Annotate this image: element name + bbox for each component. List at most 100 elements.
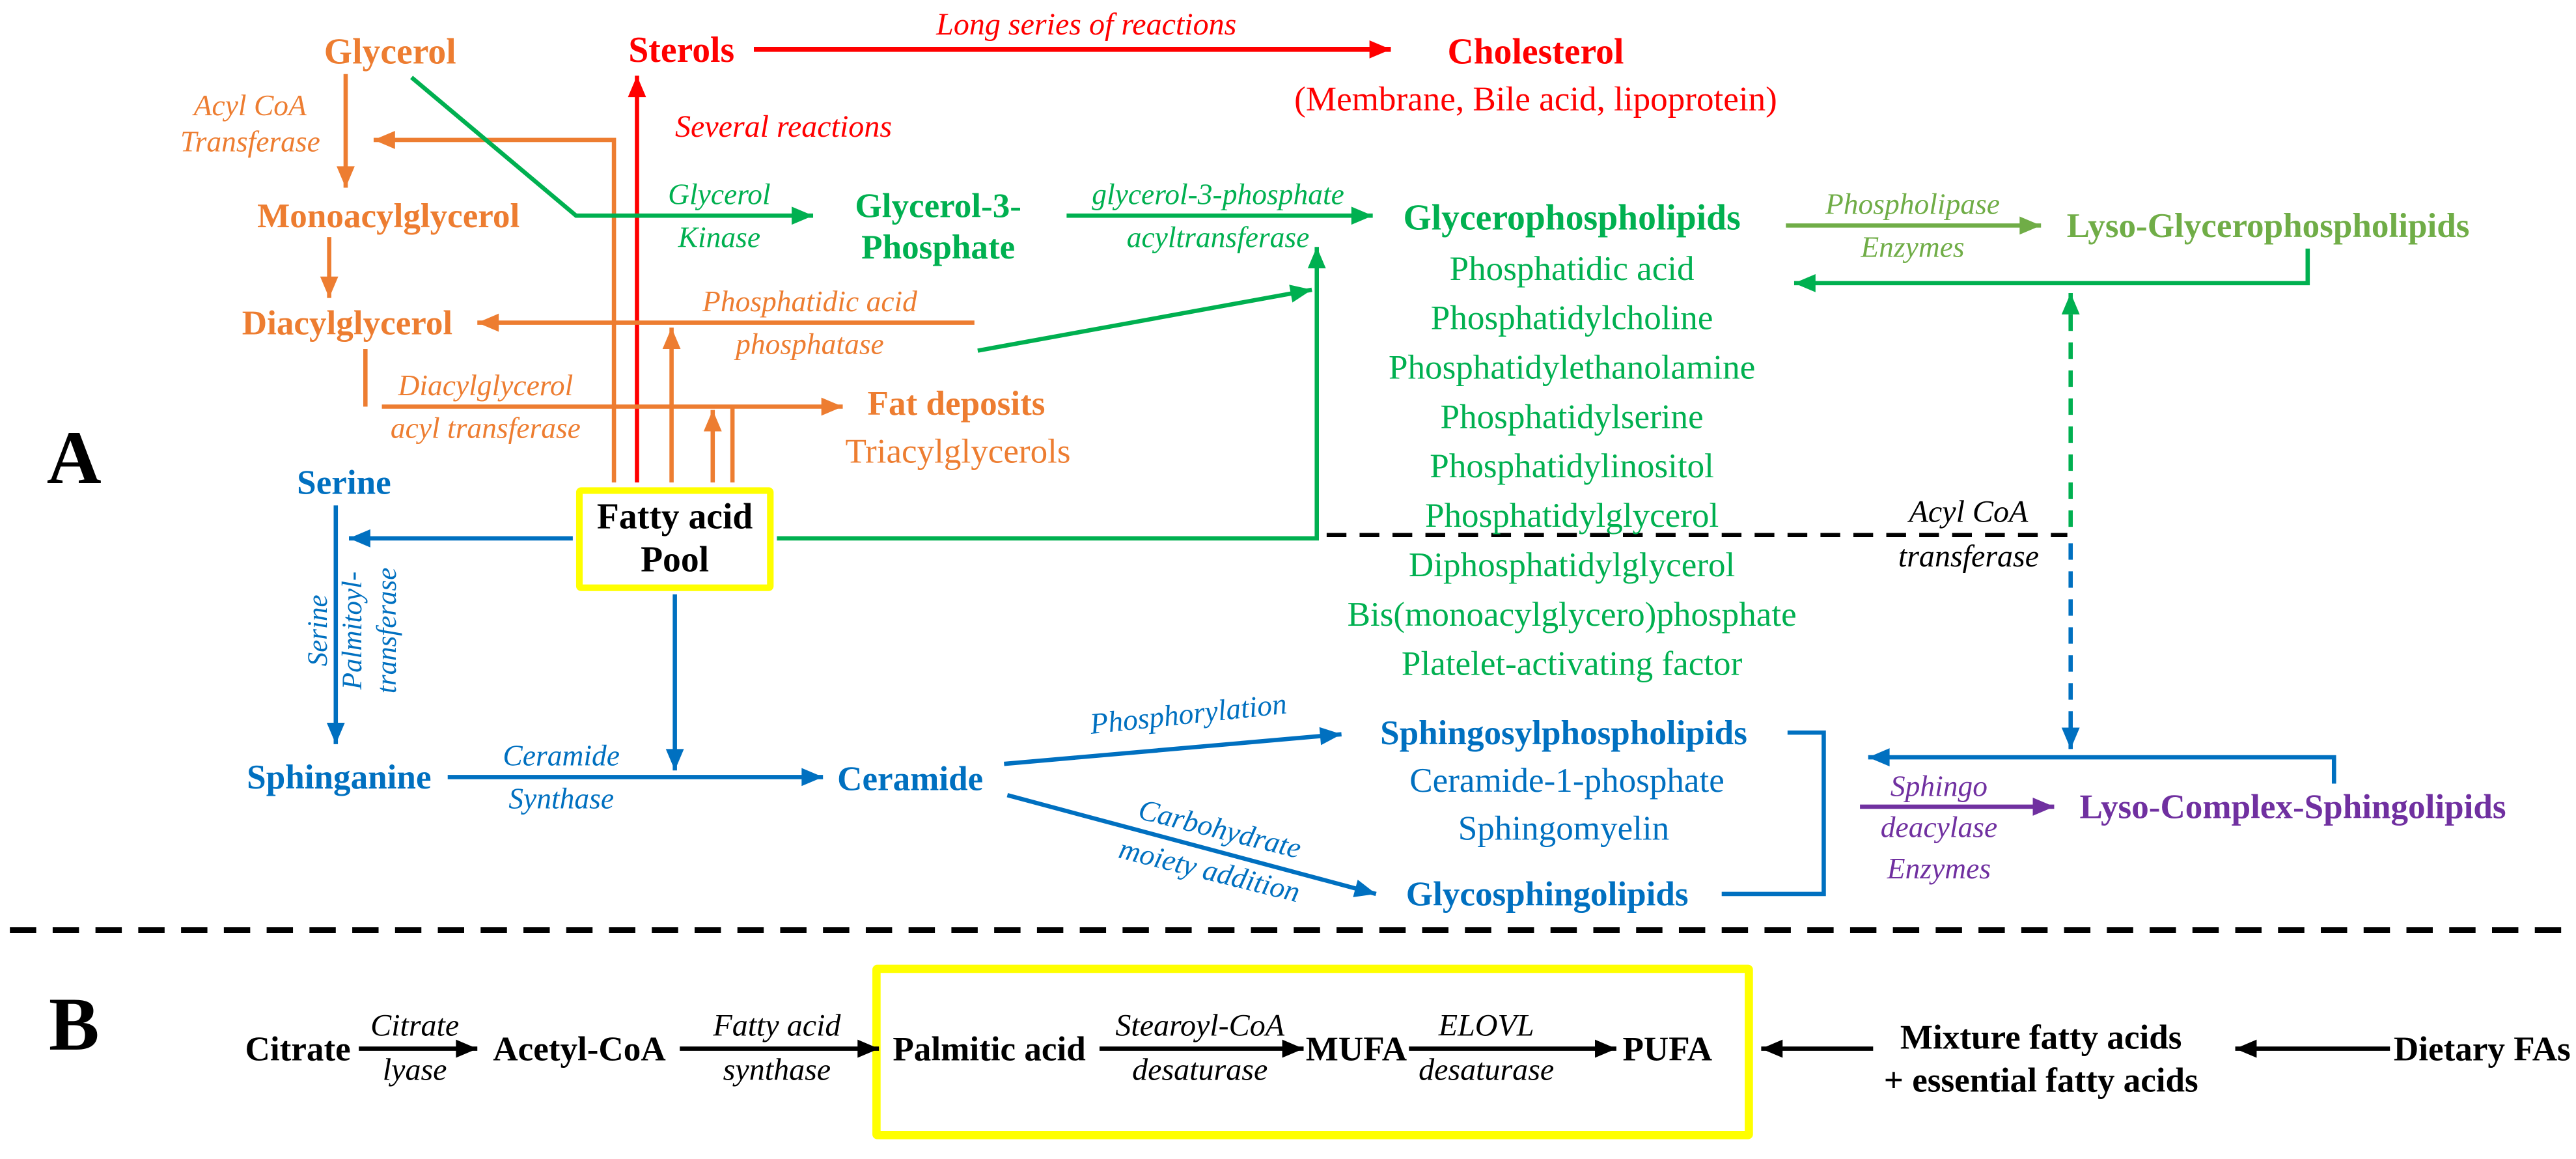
glycerophospholipids-text: Glycerophospholipids [1403,197,1741,238]
sphingosylphospholipids: Sphingosylphospholipids [1380,713,1747,753]
monoacylglycerol: Monoacylglycerol [257,196,519,236]
serine-text: Serine [297,462,391,503]
arrow-gpl-to-lyso-gpl [1786,216,2042,235]
mixture-fatty-acids-text: Mixture fatty acids [1900,1017,2182,1057]
several-reactions-label: Several reactions [675,110,892,147]
stearoyl-coa-desaturase-label-text: desaturase [1132,1054,1268,1089]
arrow-lyso-gpl-return [1794,248,2310,292]
palmitic-acid: Palmitic acid [893,1029,1085,1068]
arrow-ceramide-to-sphingosylphospholipids [1004,727,1342,766]
diacylglycerol: Diacylglycerol [242,303,452,342]
citrate-lyase-label-text: lyase [382,1054,447,1089]
glycerophospholipid-list-text: Phosphatidylserine [1440,397,1704,437]
mufa-text: MUFA [1305,1029,1407,1068]
phosphatidic-acid-phosphatase-label-text: Phosphatidic acid [702,285,917,318]
serine: Serine [297,462,391,502]
diacylglycerol-text: Diacylglycerol [242,303,453,342]
g3p-acyltransferase-label-text: acyltransferase [1126,220,1310,254]
monoacylglycerol-text: Monoacylglycerol [257,195,520,236]
arrow-pool-to-serine-line [349,529,573,548]
citrate-lyase-label: Citrate lyase [370,1004,459,1093]
lyso-complex-sphingolipids: Lyso-Complex-Sphingolipids [2080,787,2506,827]
glycerophospholipid-list-text: Phosphatidylcholine [1430,298,1713,338]
citrate-text: Citrate [245,1029,351,1068]
phosphatidic-acid-phosphatase-label: Phosphatidic acid phosphatase [702,280,917,365]
glycosphingolipids: Glycosphingolipids [1406,874,1689,914]
glycerophospholipid-list-text: Phosphatidic acid [1449,248,1695,288]
sphingo-deacylase-label-text: Sphingo [1890,770,1988,803]
elovl-desaturase-label-text: ELOVL [1438,1009,1534,1044]
arrow-glycerol-to-g3p [409,76,814,225]
acyl-coa-transferase-label-text: Transferase [180,125,320,158]
serine-palmitoyl-transferase-label-text: Serine [301,594,334,667]
fatty-acid-pool-text: Pool [641,538,710,580]
arrow-palmitic-to-mufa [1099,1039,1304,1058]
arrow-acetyl-coa-to-palmitic [680,1039,879,1058]
arrow-serine-to-sphinganine [326,505,345,744]
fat-deposits-text: Fat deposits [867,384,1046,423]
panel-a-label-text: A [46,415,102,500]
glycerophospholipid-list-text: Phosphatidylinositol [1430,446,1714,486]
fatty-acid-synthase-label-text: synthase [723,1054,831,1089]
arrow-g3p-to-glycerophospholipids [1066,206,1373,225]
arrow-acyl-dashed-up [2061,293,2080,527]
acyl-coa-transferase-2-label-text: transferase [1898,540,2040,575]
pufa: PUFA [1622,1029,1712,1068]
diacylglycerol-acyl-transferase-label: Diacylglycerol acyl transferase [391,364,581,449]
fatty-acid-pool-text: Fatty acid [596,496,753,537]
dietary-fas-text: Dietary FAs [2393,1029,2571,1068]
sphingo-deacylase-label-text: Enzymes [1887,852,1991,886]
sphinganine: Sphinganine [247,757,431,797]
diacylglycerol-acyl-transferase-label-text: Diacylglycerol [398,369,574,402]
arrow-dietary-to-mixture [2235,1039,2390,1058]
lyso-complex-sphingolipids-text: Lyso-Complex-Sphingolipids [2079,787,2506,827]
glycerol-kinase-label-text: Kinase [678,220,761,254]
glycerol-3-phosphate-text: Phosphate [861,227,1016,267]
glycerol-3-phosphate: Glycerol-3-Phosphate [855,186,1021,268]
acyl-coa-transferase-2-label-text: Acyl CoA [1909,496,2029,531]
arrow-dag-to-glycerophospholipids-diagonal [977,285,1312,353]
acetyl-coa: Acetyl-CoA [493,1029,665,1068]
arrow-pool-to-ceramide-line [665,594,684,771]
cholesterol-text: Cholesterol [1447,30,1624,72]
stearoyl-coa-desaturase-label-text: Stearoyl-CoA [1115,1009,1285,1044]
phospholipase-enzymes-label-text: Enzymes [1861,230,1965,264]
phosphatidic-acid-phosphatase-label-text: phosphatase [736,328,884,361]
palmitic-acid-text: Palmitic acid [893,1029,1086,1068]
triacylglycerols-text: Triacylglycerols [845,431,1071,471]
diacylglycerol-acyl-transferase-label-text: acyl transferase [390,412,581,445]
arrow-glycerol-to-monoacylglycerol [337,74,355,188]
dietary-fas: Dietary FAs [2394,1029,2571,1068]
glycerol-text: Glycerol [324,30,456,72]
arrow-pool-acyl-transferase-branch [373,131,616,482]
cholesterol-subtitle: (Membrane, Bile acid, lipoprotein) [1294,79,1777,119]
arrow-ceramide-to-glycosphingolipids [1006,793,1377,897]
panel-b-label: B [49,981,100,1068]
arrow-lyso-complex-return [1868,748,2336,784]
glycerophospholipid-list-text: Platelet-activating factor [1401,643,1743,684]
lyso-glycerophospholipids-text: Lyso-Glycerophospholipids [2066,206,2470,245]
arrow-sphingo-to-lyso-complex [1860,798,2055,816]
serine-palmitoyl-transferase-label-text: Palmitoyl- [337,571,368,690]
glycerophospholipid-list-text: Diphosphatidylglycerol [1408,544,1736,585]
sphingomyelin: Sphingomyelin [1458,808,1670,848]
arrow-mixture-to-pufa [1761,1039,1874,1058]
arrow-sphinganine-to-ceramide [447,768,824,787]
sterols-text: Sterols [628,29,735,70]
citrate-lyase-label-text: Citrate [370,1009,460,1044]
cholesterol-subtitle-text: (Membrane, Bile acid, lipoprotein) [1294,79,1777,119]
long-series-of-reactions-label: Long series of reactions [936,8,1236,45]
sphinganine-text: Sphinganine [247,757,432,797]
fatty-acid-pool-box [575,487,774,591]
ceramide-synthase-label-text: Ceramide [503,739,620,772]
fatty-acid-synthase-label-text: Fatty acid [713,1009,841,1044]
arrow-pool-up-to-tag-line-1 [703,410,722,482]
arrow-monoacyl-to-diacylglycerol [320,237,339,298]
citrate: Citrate [245,1029,351,1068]
